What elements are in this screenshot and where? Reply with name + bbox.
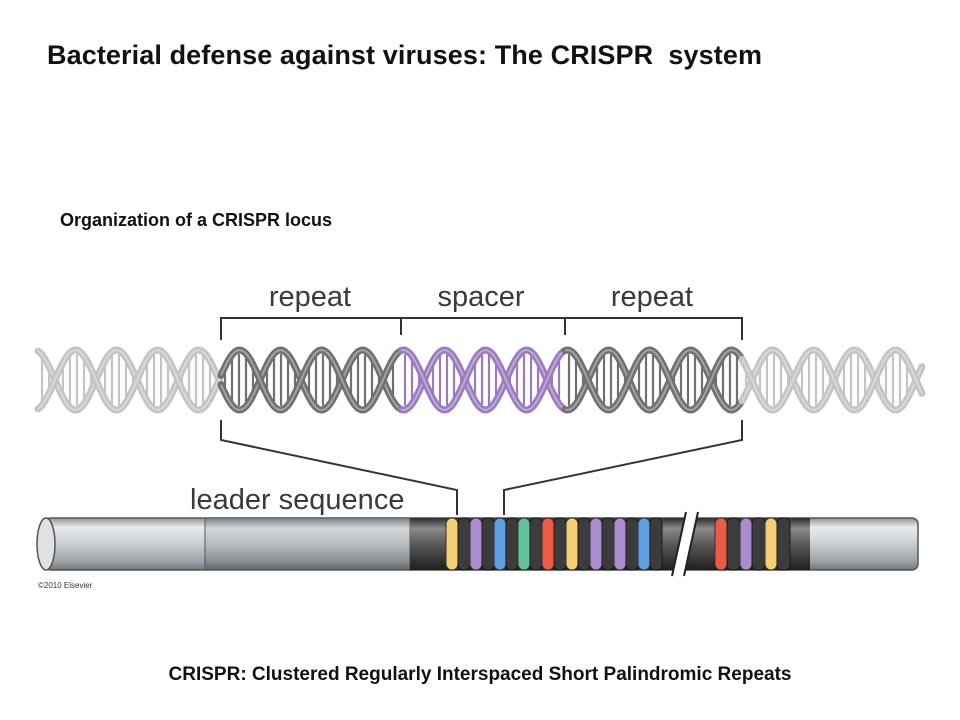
repeat-band bbox=[529, 517, 543, 571]
repeat-band bbox=[553, 517, 567, 571]
slide-title: Bacterial defense against viruses: The C… bbox=[47, 40, 763, 70]
dna-double-helix bbox=[34, 346, 926, 414]
backbone-strand bbox=[738, 346, 926, 414]
repeat-band bbox=[505, 517, 519, 571]
backbone-highlight bbox=[741, 348, 923, 412]
spacer-band bbox=[493, 517, 507, 571]
backbone-highlight bbox=[741, 348, 923, 412]
backbone-highlight bbox=[400, 348, 566, 412]
spacer-band bbox=[739, 517, 753, 571]
repeat-band bbox=[457, 517, 471, 571]
repeat-band bbox=[726, 517, 741, 571]
copyright-text: ©2010 Elsevier bbox=[38, 581, 93, 590]
spacer-band bbox=[445, 517, 459, 571]
repeat-label-left: repeat bbox=[269, 281, 351, 313]
crispr-locus-cylinder bbox=[36, 511, 919, 577]
top-brackets bbox=[220, 317, 743, 340]
backbone-highlight bbox=[37, 348, 221, 412]
zoom-lines bbox=[220, 420, 743, 515]
helix-repeat-left bbox=[217, 346, 405, 414]
repeat-band bbox=[577, 517, 591, 571]
spacer-band bbox=[517, 517, 531, 571]
backbone-highlight bbox=[37, 348, 221, 412]
backbone-strand bbox=[561, 346, 745, 414]
backbone-strand bbox=[397, 346, 569, 414]
backbone-highlight bbox=[220, 348, 402, 412]
repeat-band bbox=[481, 517, 495, 571]
spacer-band bbox=[613, 517, 627, 571]
array-break bbox=[671, 511, 699, 577]
helix-flank-right bbox=[738, 346, 926, 414]
repeat-band bbox=[649, 517, 663, 571]
spacer-band bbox=[589, 517, 603, 571]
repeat-band bbox=[601, 517, 615, 571]
backbone-strand bbox=[217, 346, 405, 414]
spacer-label: spacer bbox=[437, 281, 524, 313]
spacer-band bbox=[764, 517, 778, 571]
spacer-band bbox=[469, 517, 483, 571]
repeat-band bbox=[751, 517, 766, 571]
leader-sequence-label: leader sequence bbox=[190, 484, 404, 516]
helix-spacer bbox=[397, 346, 569, 414]
spacer-band bbox=[714, 517, 728, 571]
backbone-highlight bbox=[400, 348, 566, 412]
leader-segment bbox=[204, 517, 411, 571]
crispr-definition: CRISPR: Clustered Regularly Interspaced … bbox=[168, 664, 792, 685]
backbone-strand bbox=[738, 346, 926, 414]
spacer-band bbox=[637, 517, 651, 571]
backbone-strand bbox=[34, 346, 224, 414]
helix-repeat-right bbox=[561, 346, 745, 414]
backbone-strand bbox=[34, 346, 224, 414]
backbone-strand bbox=[397, 346, 569, 414]
repeat-label-right: repeat bbox=[611, 281, 693, 313]
spacer-band bbox=[565, 517, 579, 571]
backbone-strand bbox=[217, 346, 405, 414]
helix-flank-left bbox=[34, 346, 224, 414]
figure-subtitle: Organization of a CRISPR locus bbox=[60, 210, 333, 230]
repeat-band bbox=[776, 517, 791, 571]
spacer-array bbox=[445, 517, 791, 571]
repeat-band bbox=[625, 517, 639, 571]
spacer-band bbox=[541, 517, 555, 571]
backbone-highlight bbox=[220, 348, 402, 412]
backbone-highlight bbox=[564, 348, 742, 412]
